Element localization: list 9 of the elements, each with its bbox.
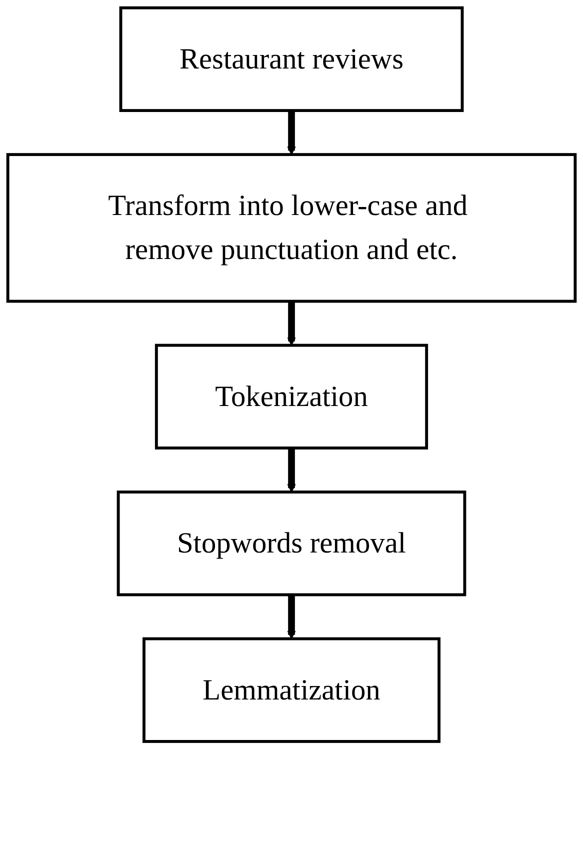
node-box: Restaurant reviews bbox=[119, 6, 464, 112]
arrow bbox=[287, 301, 296, 346]
node-box: Tokenization bbox=[154, 344, 428, 450]
arrow bbox=[287, 110, 296, 155]
arrow bbox=[287, 594, 296, 640]
node-box: Lemmatization bbox=[142, 637, 440, 743]
node-box: Stopwords removal bbox=[116, 490, 466, 596]
node-box: Transform into lower-case and remove punctuation and etc. bbox=[6, 153, 577, 303]
arrow bbox=[287, 448, 296, 492]
